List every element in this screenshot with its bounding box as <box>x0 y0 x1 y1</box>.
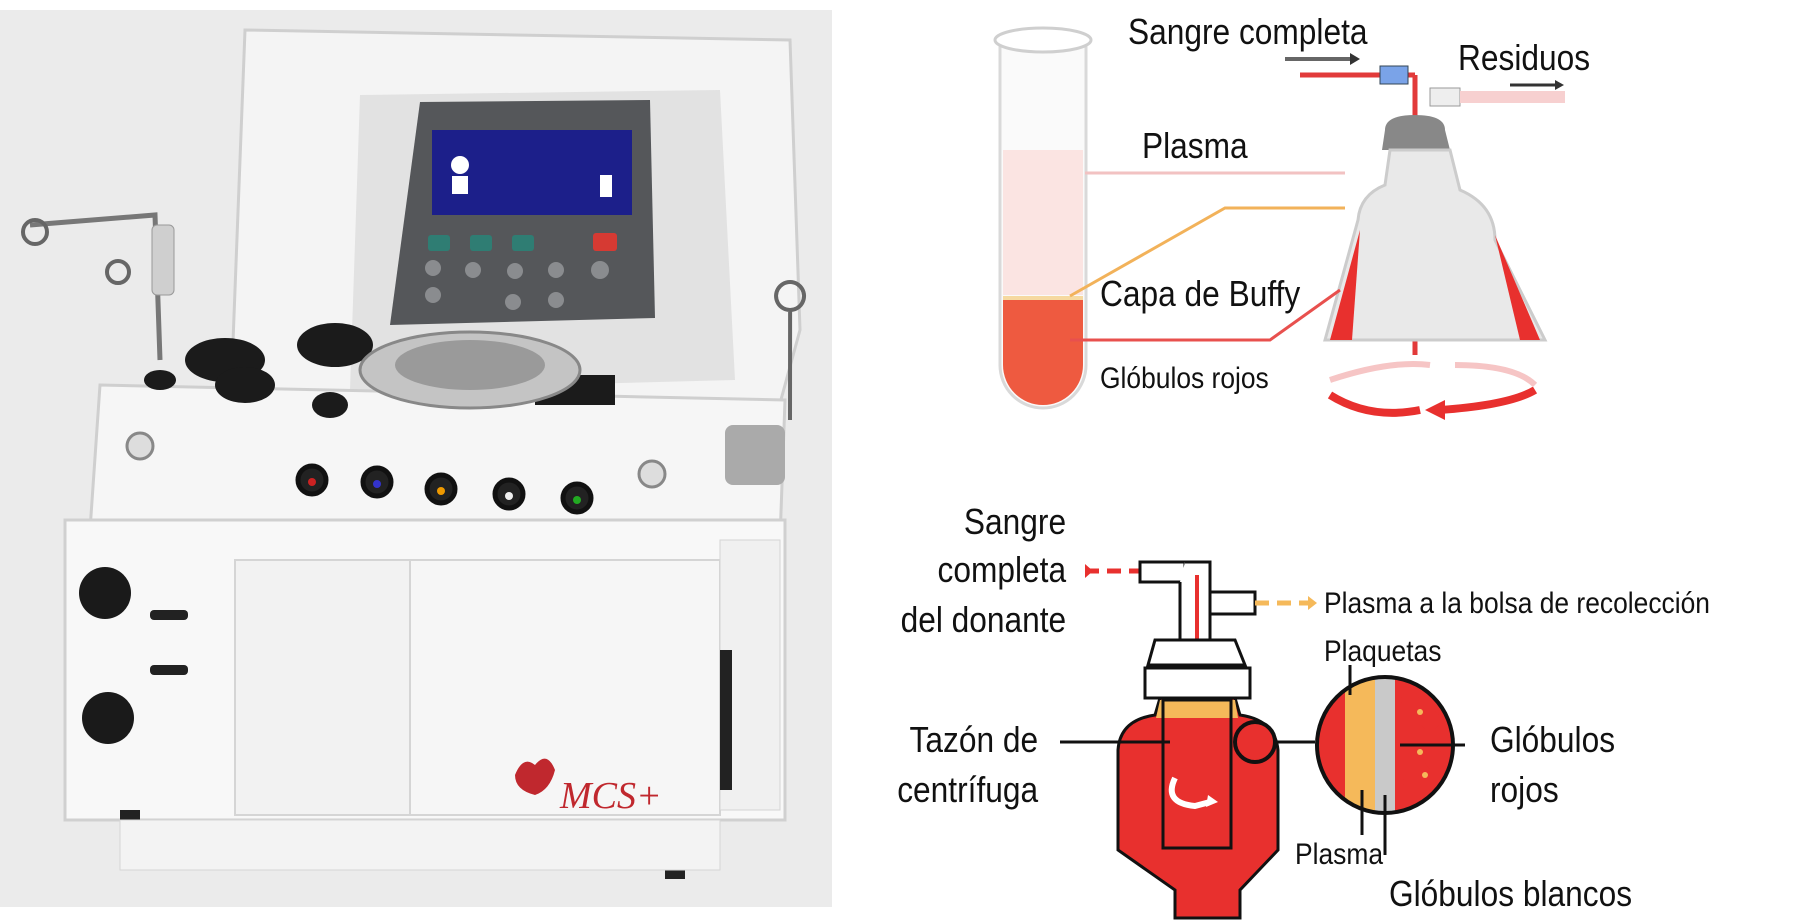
label-red-cells-1: Glóbulos <box>1490 719 1616 760</box>
label-donor-blood-1: Sangre <box>963 501 1066 542</box>
person-icon <box>451 156 469 174</box>
label-donor-blood-2: completa <box>937 549 1066 590</box>
centrifuge-bowl-top <box>1069 53 1565 420</box>
label-whole-blood: Sangre completa <box>1128 11 1368 52</box>
label-red-cells-top: Glóbulos rojos <box>1100 362 1269 395</box>
label-plasma-bottom: Plasma <box>1295 838 1384 871</box>
label-waste: Residuos <box>1458 37 1591 78</box>
label-buffy-coat: Capa de Buffy <box>1100 273 1301 314</box>
test-tube <box>993 26 1093 410</box>
centrifuge-bowl-bottom <box>1060 560 1465 920</box>
mcs-logo-mark <box>515 758 555 795</box>
display-screen <box>432 130 632 215</box>
label-white-cells: Glóbulos blancos <box>1389 873 1633 914</box>
label-bowl-2: centrífuga <box>897 769 1038 810</box>
label-plasma-top: Plasma <box>1142 125 1248 166</box>
label-platelets: Plaquetas <box>1324 635 1442 668</box>
apheresis-machine-photo: MCS+ <box>0 10 832 907</box>
label-red-cells-2: rojos <box>1490 769 1559 810</box>
rotation-arrow-icon <box>1168 776 1211 810</box>
mcs-logo: MCS+ <box>559 775 662 817</box>
label-bowl-1: Tazón de <box>909 719 1038 760</box>
label-plasma-to-bag: Plasma a la bolsa de recolección <box>1324 587 1710 620</box>
label-donor-blood-3: del donante <box>900 599 1066 640</box>
rotation-arrow-icon <box>1327 391 1421 417</box>
